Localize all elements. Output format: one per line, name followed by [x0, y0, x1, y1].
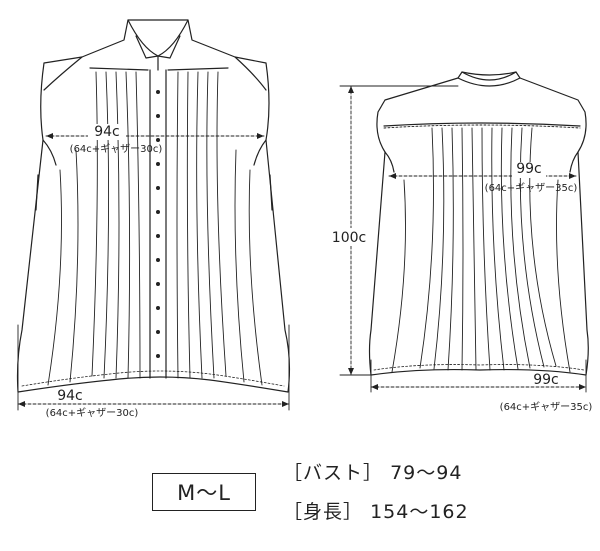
bust-spec: ［バスト］ 79～94 [283, 458, 462, 485]
back-yoke [383, 124, 581, 129]
back-chest-width-label: 99c [516, 161, 542, 177]
back-chest-arrows [389, 173, 576, 179]
front-hem-width-sublabel: (64c+ギャザー30c) [46, 407, 139, 419]
front-gathers [47, 71, 263, 386]
front-buttons [156, 90, 160, 358]
back-chest-width-sublabel: (64c+ギャザー35c) [485, 182, 578, 194]
front-yoke [43, 56, 267, 91]
back-hem-arrows [371, 384, 586, 390]
front-pockets [35, 174, 273, 211]
back-gathers [391, 127, 571, 373]
front-placket [149, 69, 167, 379]
height-spec-value: 154～162 [370, 501, 469, 523]
height-spec: ［身長］ 154～162 [283, 497, 469, 524]
front-side [42, 139, 267, 166]
height-spec-label: ［身長］ [283, 501, 364, 523]
front-chest-arrows [46, 133, 264, 139]
back-garment [368, 71, 589, 376]
front-chest-width-label: 94c [94, 124, 120, 140]
size-label: M～L [177, 481, 231, 505]
size-label-box: M～L [152, 473, 256, 511]
front-hem-width-label: 94c [57, 388, 83, 404]
front-hem-arrows [18, 401, 289, 407]
front-chest-width-sublabel: (64c+ギャザー30c) [70, 143, 163, 155]
back-hem-width-label: 99c [533, 372, 559, 388]
front-hem-stitch [21, 370, 285, 387]
back-outline [368, 71, 589, 376]
back-hem-width-sublabel: (64c+ギャザー35c) [500, 401, 593, 413]
front-hem-dimension [17, 324, 290, 411]
back-hem-dimension [370, 359, 587, 393]
bust-spec-value: 79～94 [390, 462, 463, 484]
front-collar [127, 19, 189, 71]
back-length-dimension [339, 85, 459, 376]
back-yoke-solid [383, 122, 581, 127]
back-side [384, 151, 579, 173]
back-collar [457, 71, 521, 87]
bust-spec-label: ［バスト］ [283, 462, 384, 484]
back-hem-stitch [373, 364, 585, 371]
back-length-arrows [348, 86, 354, 375]
front-outline [16, 19, 291, 393]
front-garment [16, 19, 291, 393]
back-length-label: 100c [332, 230, 366, 246]
